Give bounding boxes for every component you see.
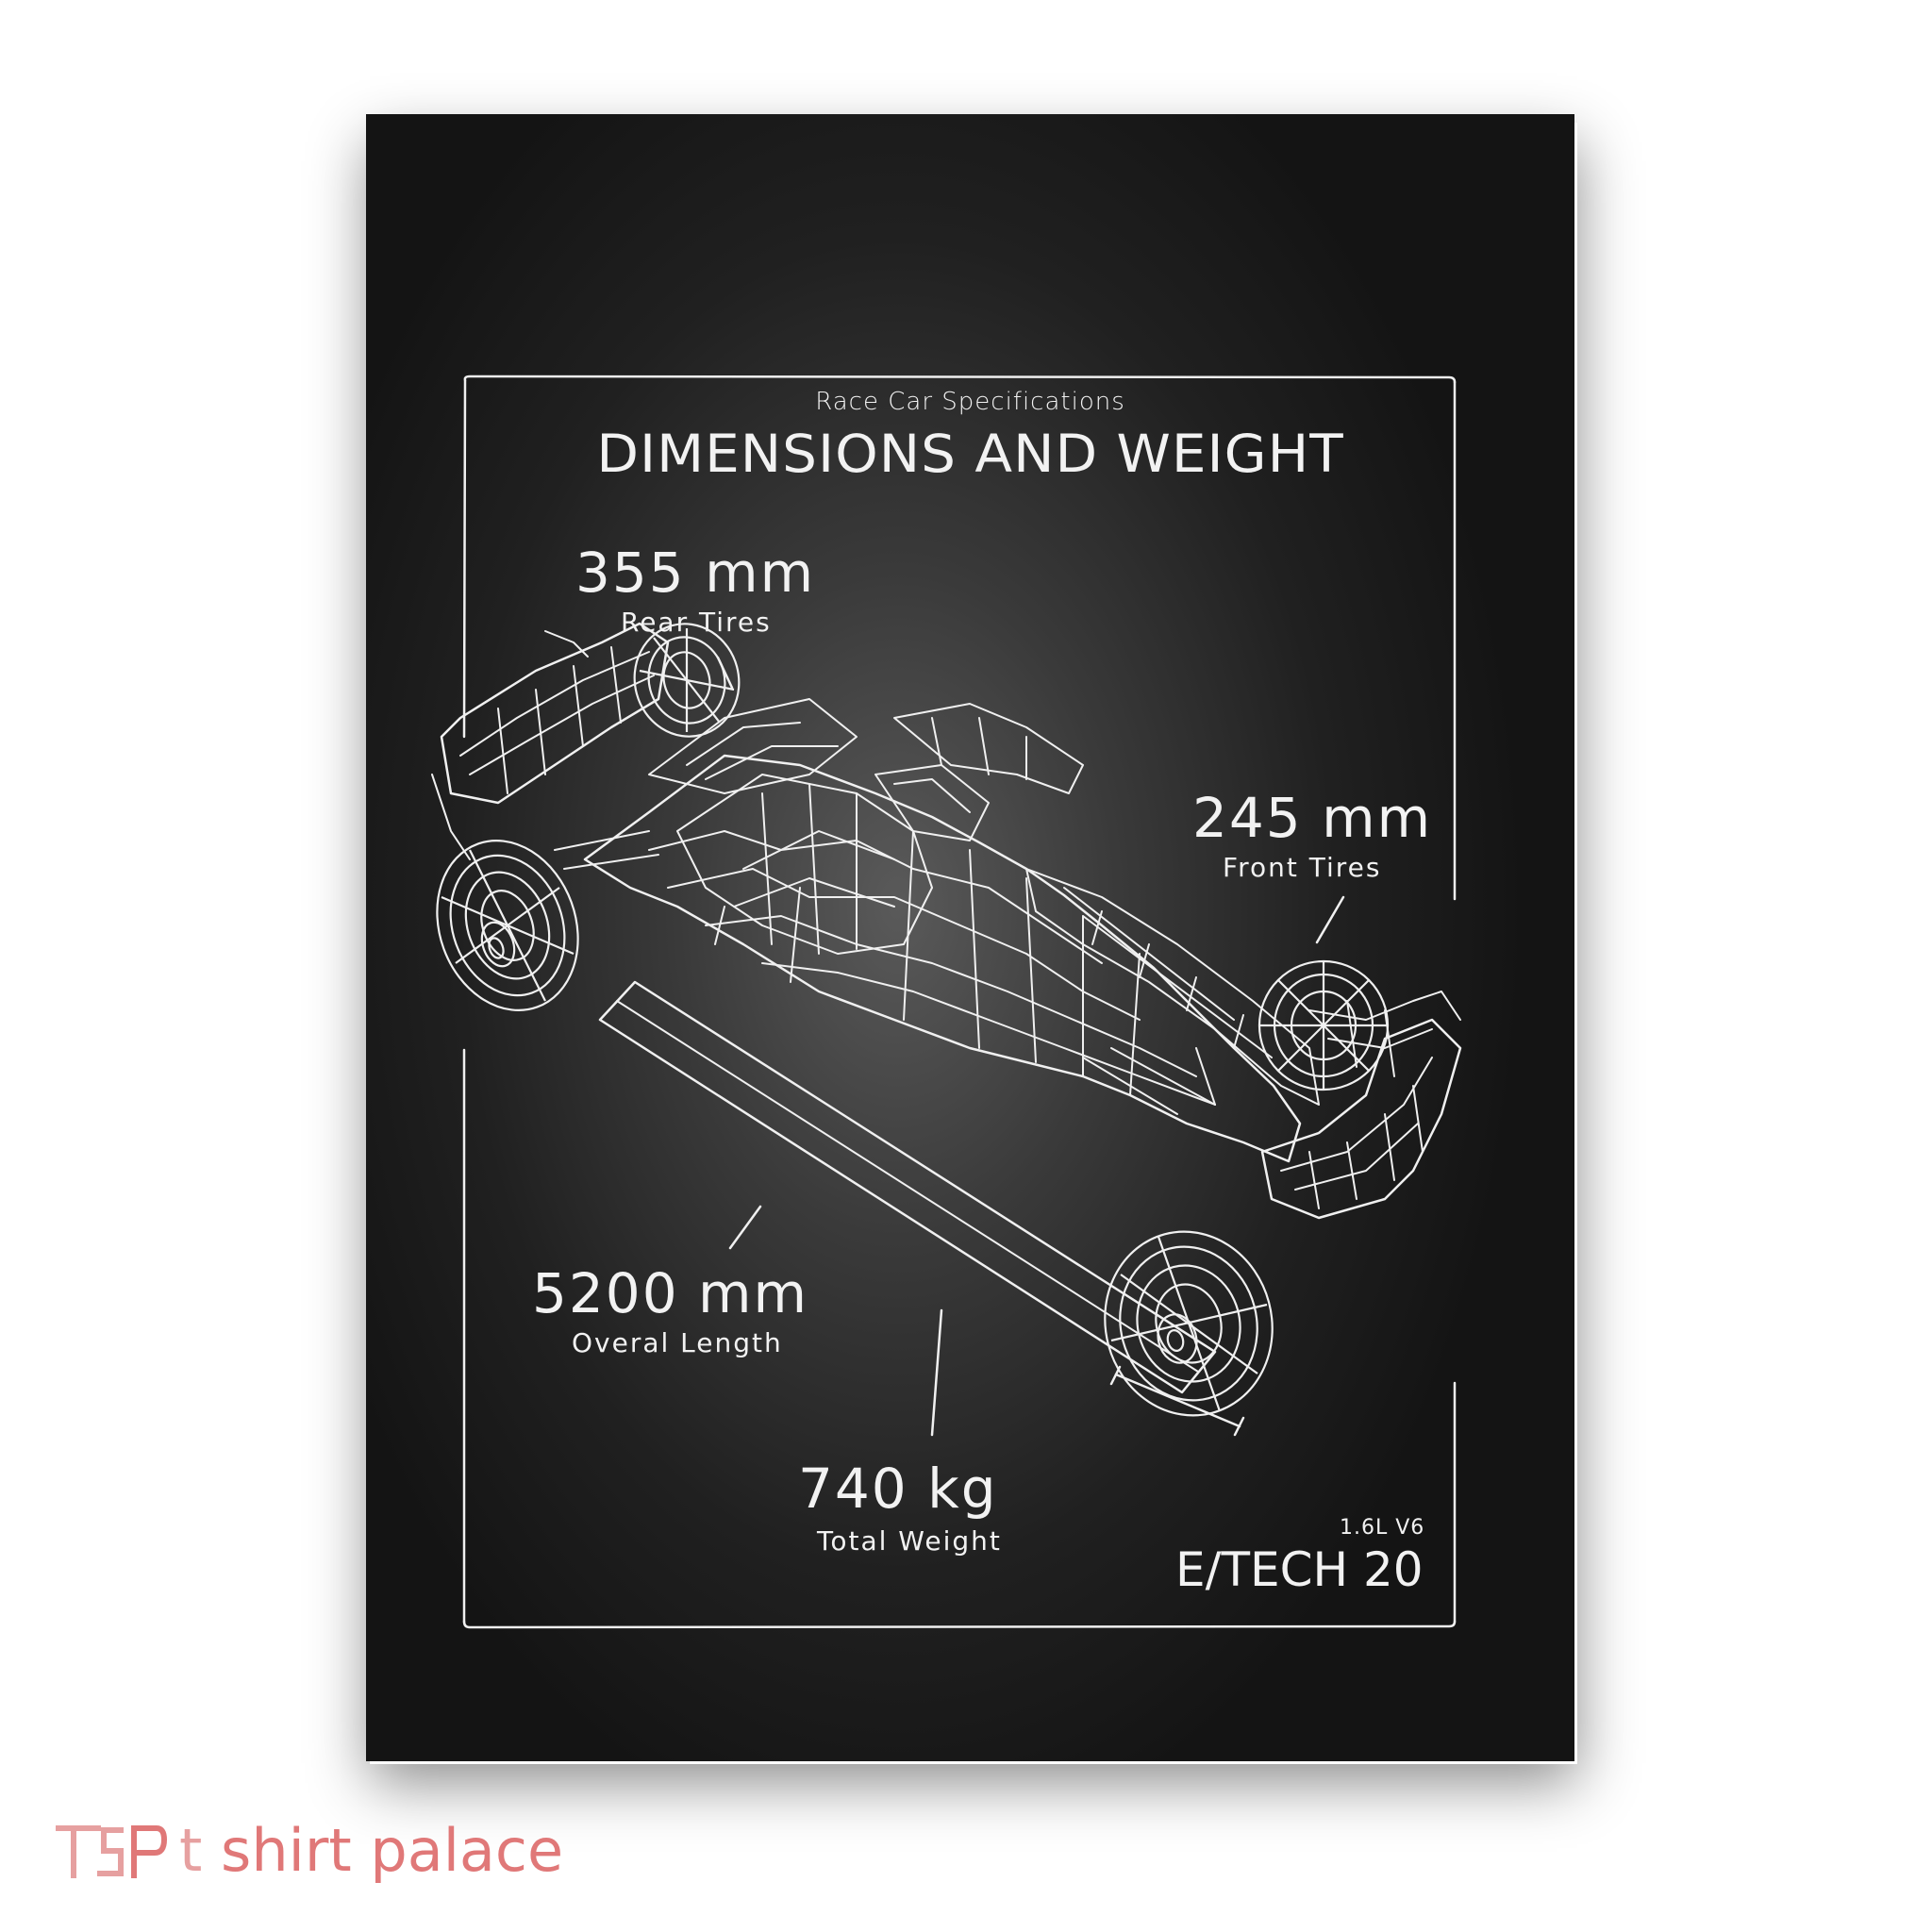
total-weight-value: 740 kg bbox=[798, 1457, 998, 1521]
model-name: E/TECH 20 bbox=[1175, 1542, 1424, 1597]
page-title: DIMENSIONS AND WEIGHT bbox=[596, 423, 1344, 485]
rear-left-wheel bbox=[436, 840, 579, 1011]
overall-length-label: Overal Length bbox=[572, 1327, 783, 1358]
front-left-wheel bbox=[1104, 1230, 1274, 1417]
brand-t: t bbox=[179, 1815, 203, 1885]
overall-length-value: 5200 mm bbox=[532, 1261, 809, 1325]
rear-tires-value: 355 mm bbox=[575, 541, 816, 605]
watermark: t shirt palace bbox=[55, 1815, 564, 1885]
tsp-logo-icon bbox=[56, 1825, 168, 1878]
engine-spec: 1.6L V6 bbox=[1340, 1516, 1425, 1540]
subtitle: Race Car Specifications bbox=[815, 388, 1125, 416]
rear-right-wheel bbox=[633, 623, 741, 738]
poster-frame bbox=[462, 375, 1457, 1629]
brand-name: shirt palace bbox=[221, 1815, 564, 1885]
front-tires-label: Front Tires bbox=[1223, 852, 1382, 883]
front-right-wheel bbox=[1257, 959, 1390, 1091]
front-tires-value: 245 mm bbox=[1192, 786, 1433, 850]
rear-tires-label: Rear Tires bbox=[621, 607, 772, 638]
total-weight-label: Total Weight bbox=[817, 1525, 1002, 1557]
race-car-wireframe bbox=[431, 622, 1462, 1417]
poster: Race Car Specifications DIMENSIONS AND W… bbox=[366, 114, 1574, 1761]
